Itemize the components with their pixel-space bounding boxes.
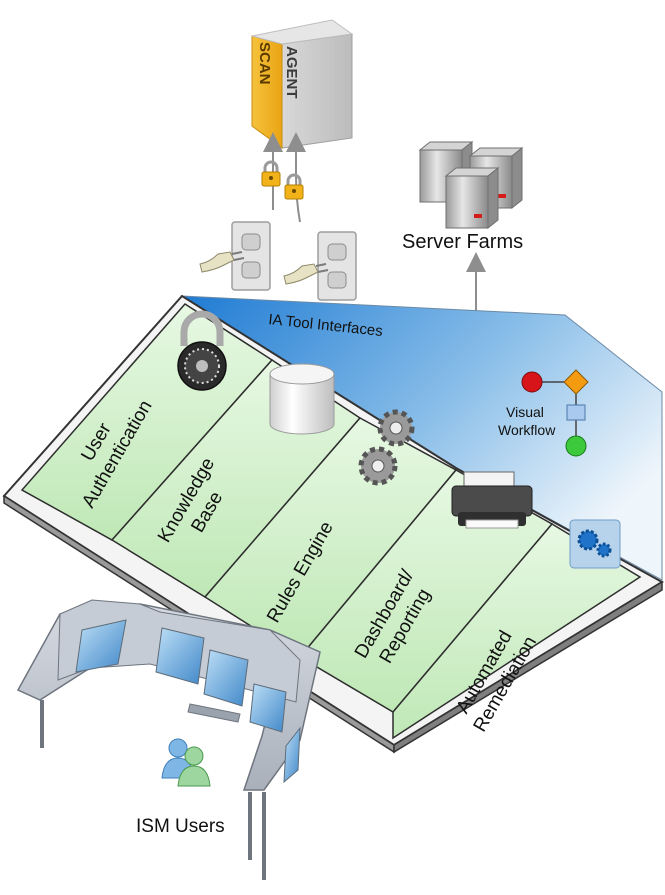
database-icon — [269, 363, 335, 435]
console-screen — [155, 627, 205, 685]
workflow-decision-node — [563, 369, 589, 395]
agent-label: AGENT — [283, 46, 300, 99]
visual-workflow-label-1: Visual — [506, 404, 544, 420]
operator-console — [16, 599, 321, 880]
plug-icon — [283, 263, 329, 285]
workflow-task-node — [566, 404, 586, 421]
server-farms-label: Server Farms — [402, 231, 523, 253]
console-screen — [283, 726, 301, 784]
workflow-start-node — [521, 371, 543, 393]
users-icon — [161, 738, 211, 787]
visual-workflow-icon — [521, 369, 589, 457]
console-screen — [75, 619, 127, 673]
console-screen — [249, 683, 287, 733]
power-outlet-icon — [231, 221, 271, 291]
combination-lock-icon — [177, 310, 227, 391]
visual-workflow-label-2: Workflow — [498, 422, 556, 438]
workflow-end-node — [565, 435, 587, 457]
printer-icon — [451, 471, 533, 529]
lock-icon — [261, 160, 281, 187]
power-outlet-icon — [317, 231, 357, 301]
console-screen — [203, 649, 249, 707]
keyboard-icon — [187, 703, 241, 723]
remediation-gears-icon — [569, 519, 621, 569]
server-farm-icon — [418, 140, 524, 230]
ism-users-label: ISM Users — [136, 816, 225, 837]
scan-agent-appliance: SCAN AGENT — [251, 19, 354, 149]
plug-icon — [199, 251, 245, 273]
lock-icon — [284, 173, 304, 200]
gears-icon — [358, 409, 415, 486]
scan-label: SCAN — [256, 42, 273, 85]
